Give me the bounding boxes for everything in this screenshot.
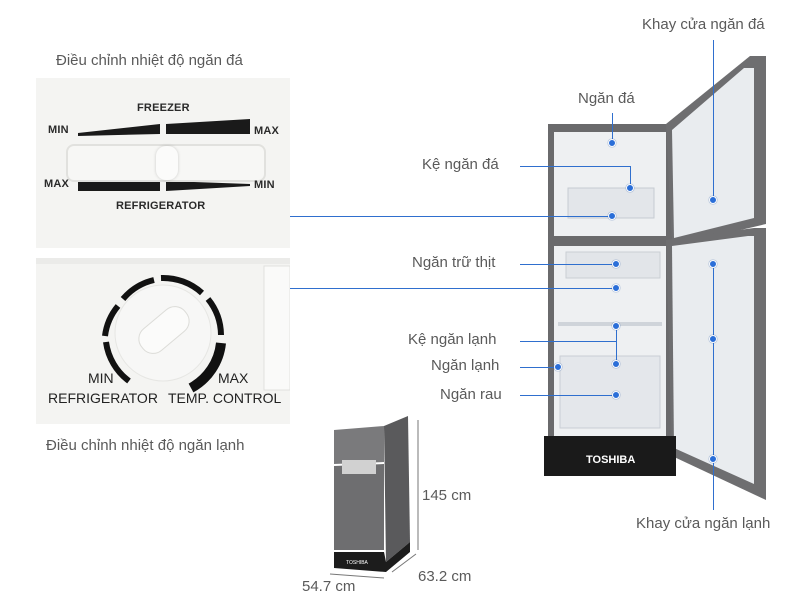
label-freezer-shelf: Kệ ngăn đá — [422, 156, 499, 173]
fridge-small-image: TOSHIBA — [329, 416, 419, 579]
label-fridge-shelf: Kệ ngăn lạnh — [408, 331, 497, 348]
fridge-brand: TOSHIBA — [586, 454, 635, 466]
freezer-refrigerator-label: REFRIGERATOR — [116, 200, 206, 212]
freezer-wedge-top-left — [78, 124, 160, 136]
dot-freezer-door-tray — [709, 196, 717, 204]
label-fridge-door-tray: Khay cửa ngăn lạnh — [636, 515, 771, 532]
freezer-control-title: Điều chỉnh nhiệt độ ngăn đá — [56, 52, 243, 69]
dot-fridge-door-2 — [709, 335, 717, 343]
freezer-control-panel: FREEZER MIN MAX MAX MIN REFRIGERATOR — [36, 78, 290, 248]
line-fridge-control — [290, 288, 616, 289]
line-fridge-shelf — [520, 341, 616, 342]
fridge-base — [544, 436, 676, 476]
fridge-main-image: TOSHIBA — [544, 56, 766, 500]
freezer-max-label: MAX — [254, 125, 280, 137]
freezer-min-right-label: MIN — [254, 179, 275, 191]
freezer-slider-knob[interactable] — [156, 146, 178, 180]
fridge-control-title: Điều chỉnh nhiệt độ ngăn lạnh — [46, 437, 245, 454]
label-fridge-compartment: Ngăn lạnh — [431, 357, 500, 374]
dot-fridge-shelf — [612, 322, 620, 330]
width-dim-line — [329, 573, 385, 579]
dot-freezer-compartment — [608, 139, 616, 147]
line-meat-compartment — [520, 264, 616, 265]
width-dimension: 54.7 cm — [302, 578, 356, 595]
small-fridge-sticker — [342, 460, 376, 474]
dot-fridge-side — [554, 363, 562, 371]
freezer-panel-title: FREEZER — [137, 102, 190, 114]
dial-arc-max — [188, 342, 226, 393]
dot-fridge-control — [612, 284, 620, 292]
vegetable-drawer-shape — [559, 355, 661, 429]
small-fridge-side — [384, 416, 410, 562]
small-fridge-base — [334, 542, 410, 572]
line-fridge-door-tray — [713, 264, 714, 510]
fridge-control-panel: MIN MAX REFRIGERATOR TEMP. CONTROL — [36, 258, 290, 424]
line-freezer-shelf-h — [520, 166, 630, 167]
freezer-scale-top — [78, 119, 250, 191]
line-freezer-compartment — [612, 113, 613, 143]
label-freezer-compartment: Ngăn đá — [578, 90, 635, 107]
line-freezer-door-tray — [713, 40, 714, 200]
line-freezer-shelf-v — [630, 166, 631, 188]
dial-max-label: MAX — [218, 370, 249, 386]
dot-vegetable-drawer — [612, 391, 620, 399]
height-dimension: 145 cm — [422, 487, 472, 504]
label-meat-compartment: Ngăn trữ thịt — [412, 254, 496, 271]
label-freezer-door-tray: Khay cửa ngăn đá — [642, 16, 765, 33]
dial-arc — [102, 274, 224, 384]
dial-min-label: MIN — [88, 370, 114, 386]
freezer-wedge-top-right — [166, 119, 250, 134]
fridge-shelf-shape — [558, 322, 662, 326]
label-vegetable-drawer: Ngăn rau — [440, 386, 502, 403]
dot-freezer-control — [608, 212, 616, 220]
dial-refrigerator-label: REFRIGERATOR — [48, 390, 158, 406]
dot-meat-compartment — [612, 260, 620, 268]
freezer-max-left-label: MAX — [44, 178, 70, 190]
line-fridge-compartment — [520, 367, 560, 368]
freezer-min-label: MIN — [48, 124, 69, 136]
depth-dim-line — [391, 553, 417, 573]
line-freezer-control — [290, 216, 612, 217]
dot-fridge-door-1 — [709, 260, 717, 268]
dial-temp-control-label: TEMP. CONTROL — [168, 390, 282, 406]
small-fridge-brand: TOSHIBA — [346, 560, 369, 566]
dot-freezer-shelf — [626, 184, 634, 192]
dot-fridge-door-3 — [709, 455, 717, 463]
small-fridge-fridge-door — [334, 464, 384, 550]
dot-fridge-compartment — [612, 360, 620, 368]
depth-dimension: 63.2 cm — [418, 568, 472, 585]
freezer-wedge-bottom-right — [166, 181, 250, 191]
line-fridge-shelf-v — [616, 326, 617, 362]
small-fridge-freezer-door — [334, 426, 384, 464]
line-vegetable-drawer — [520, 395, 616, 396]
fridge-dial[interactable] — [36, 258, 290, 424]
